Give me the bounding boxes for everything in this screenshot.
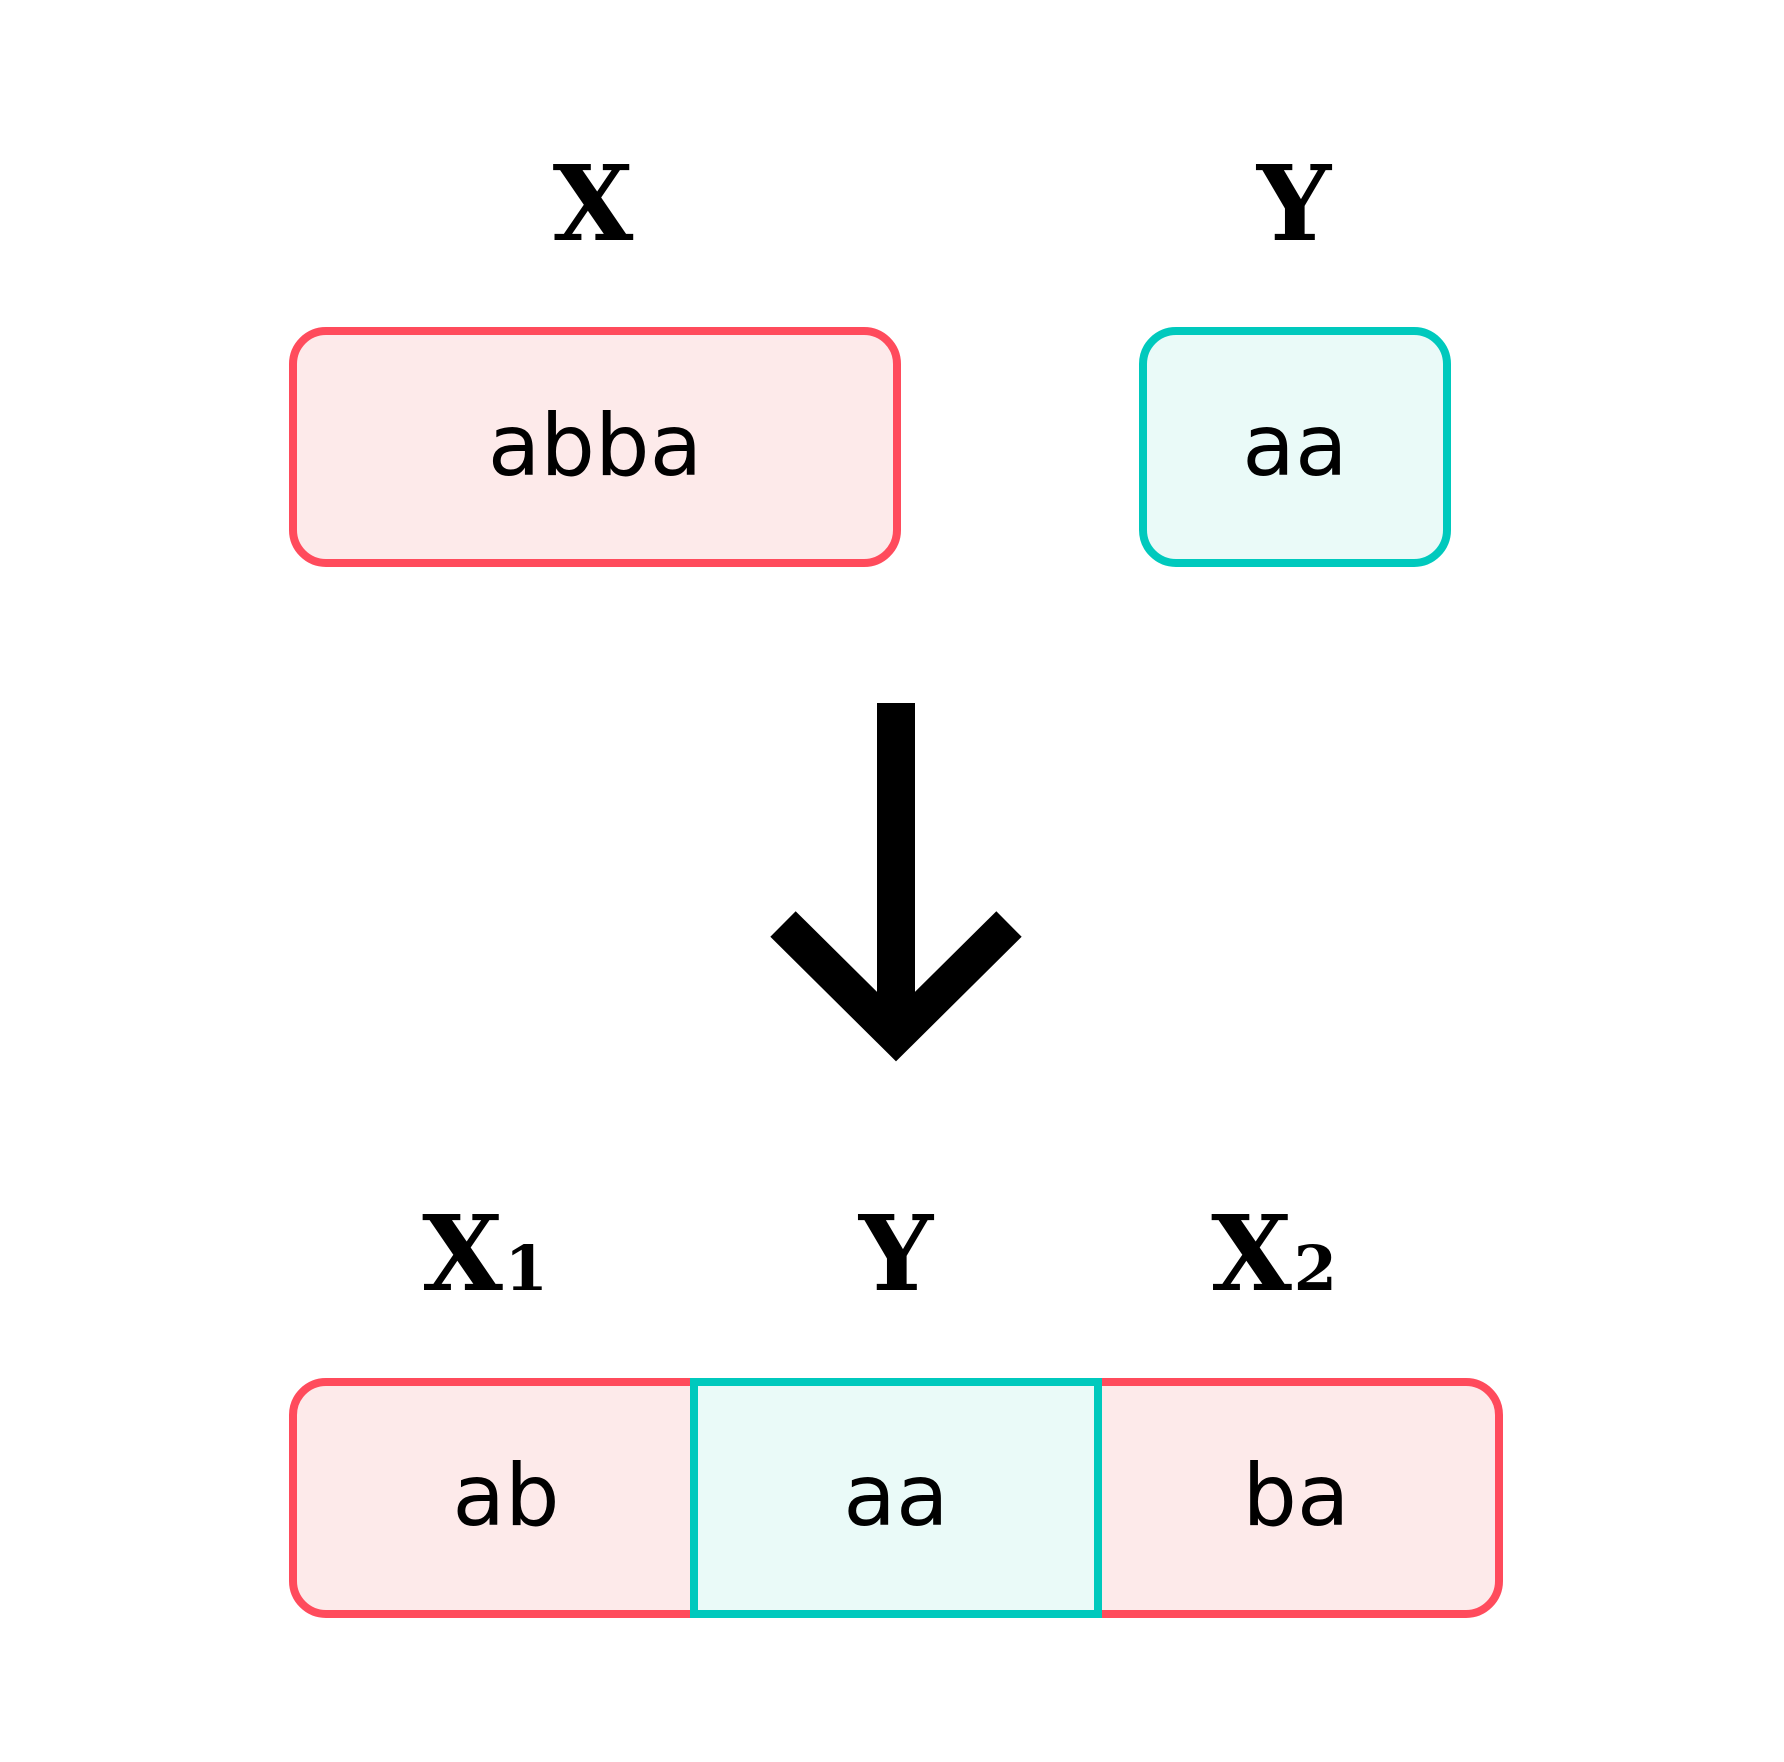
top-x-box: abba <box>289 327 901 567</box>
bottom-strip: ab aa ba <box>289 1378 1503 1618</box>
bottom-x1-label: X1 <box>422 1192 548 1315</box>
bottom-x2-string: ba <box>1242 1446 1349 1546</box>
bottom-y-segment <box>690 1378 1102 1618</box>
top-x-box-rect <box>289 327 901 567</box>
top-y-box: aa <box>1139 327 1451 567</box>
top-x-label: X <box>553 142 634 265</box>
bottom-x1-string: ab <box>452 1446 559 1546</box>
top-y-string: aa <box>1242 396 1347 496</box>
bottom-y-label: Y <box>858 1192 935 1315</box>
svg-text:X1: X1 <box>422 1192 548 1315</box>
top-y-label: Y <box>1256 142 1333 265</box>
down-arrow-icon <box>770 703 1022 1062</box>
bottom-y-string: aa <box>843 1446 948 1546</box>
top-x-string: abba <box>488 396 703 496</box>
bottom-x2-label: X2 <box>1211 1192 1337 1315</box>
svg-text:X2: X2 <box>1211 1192 1337 1315</box>
top-y-box-rect <box>1139 327 1451 567</box>
